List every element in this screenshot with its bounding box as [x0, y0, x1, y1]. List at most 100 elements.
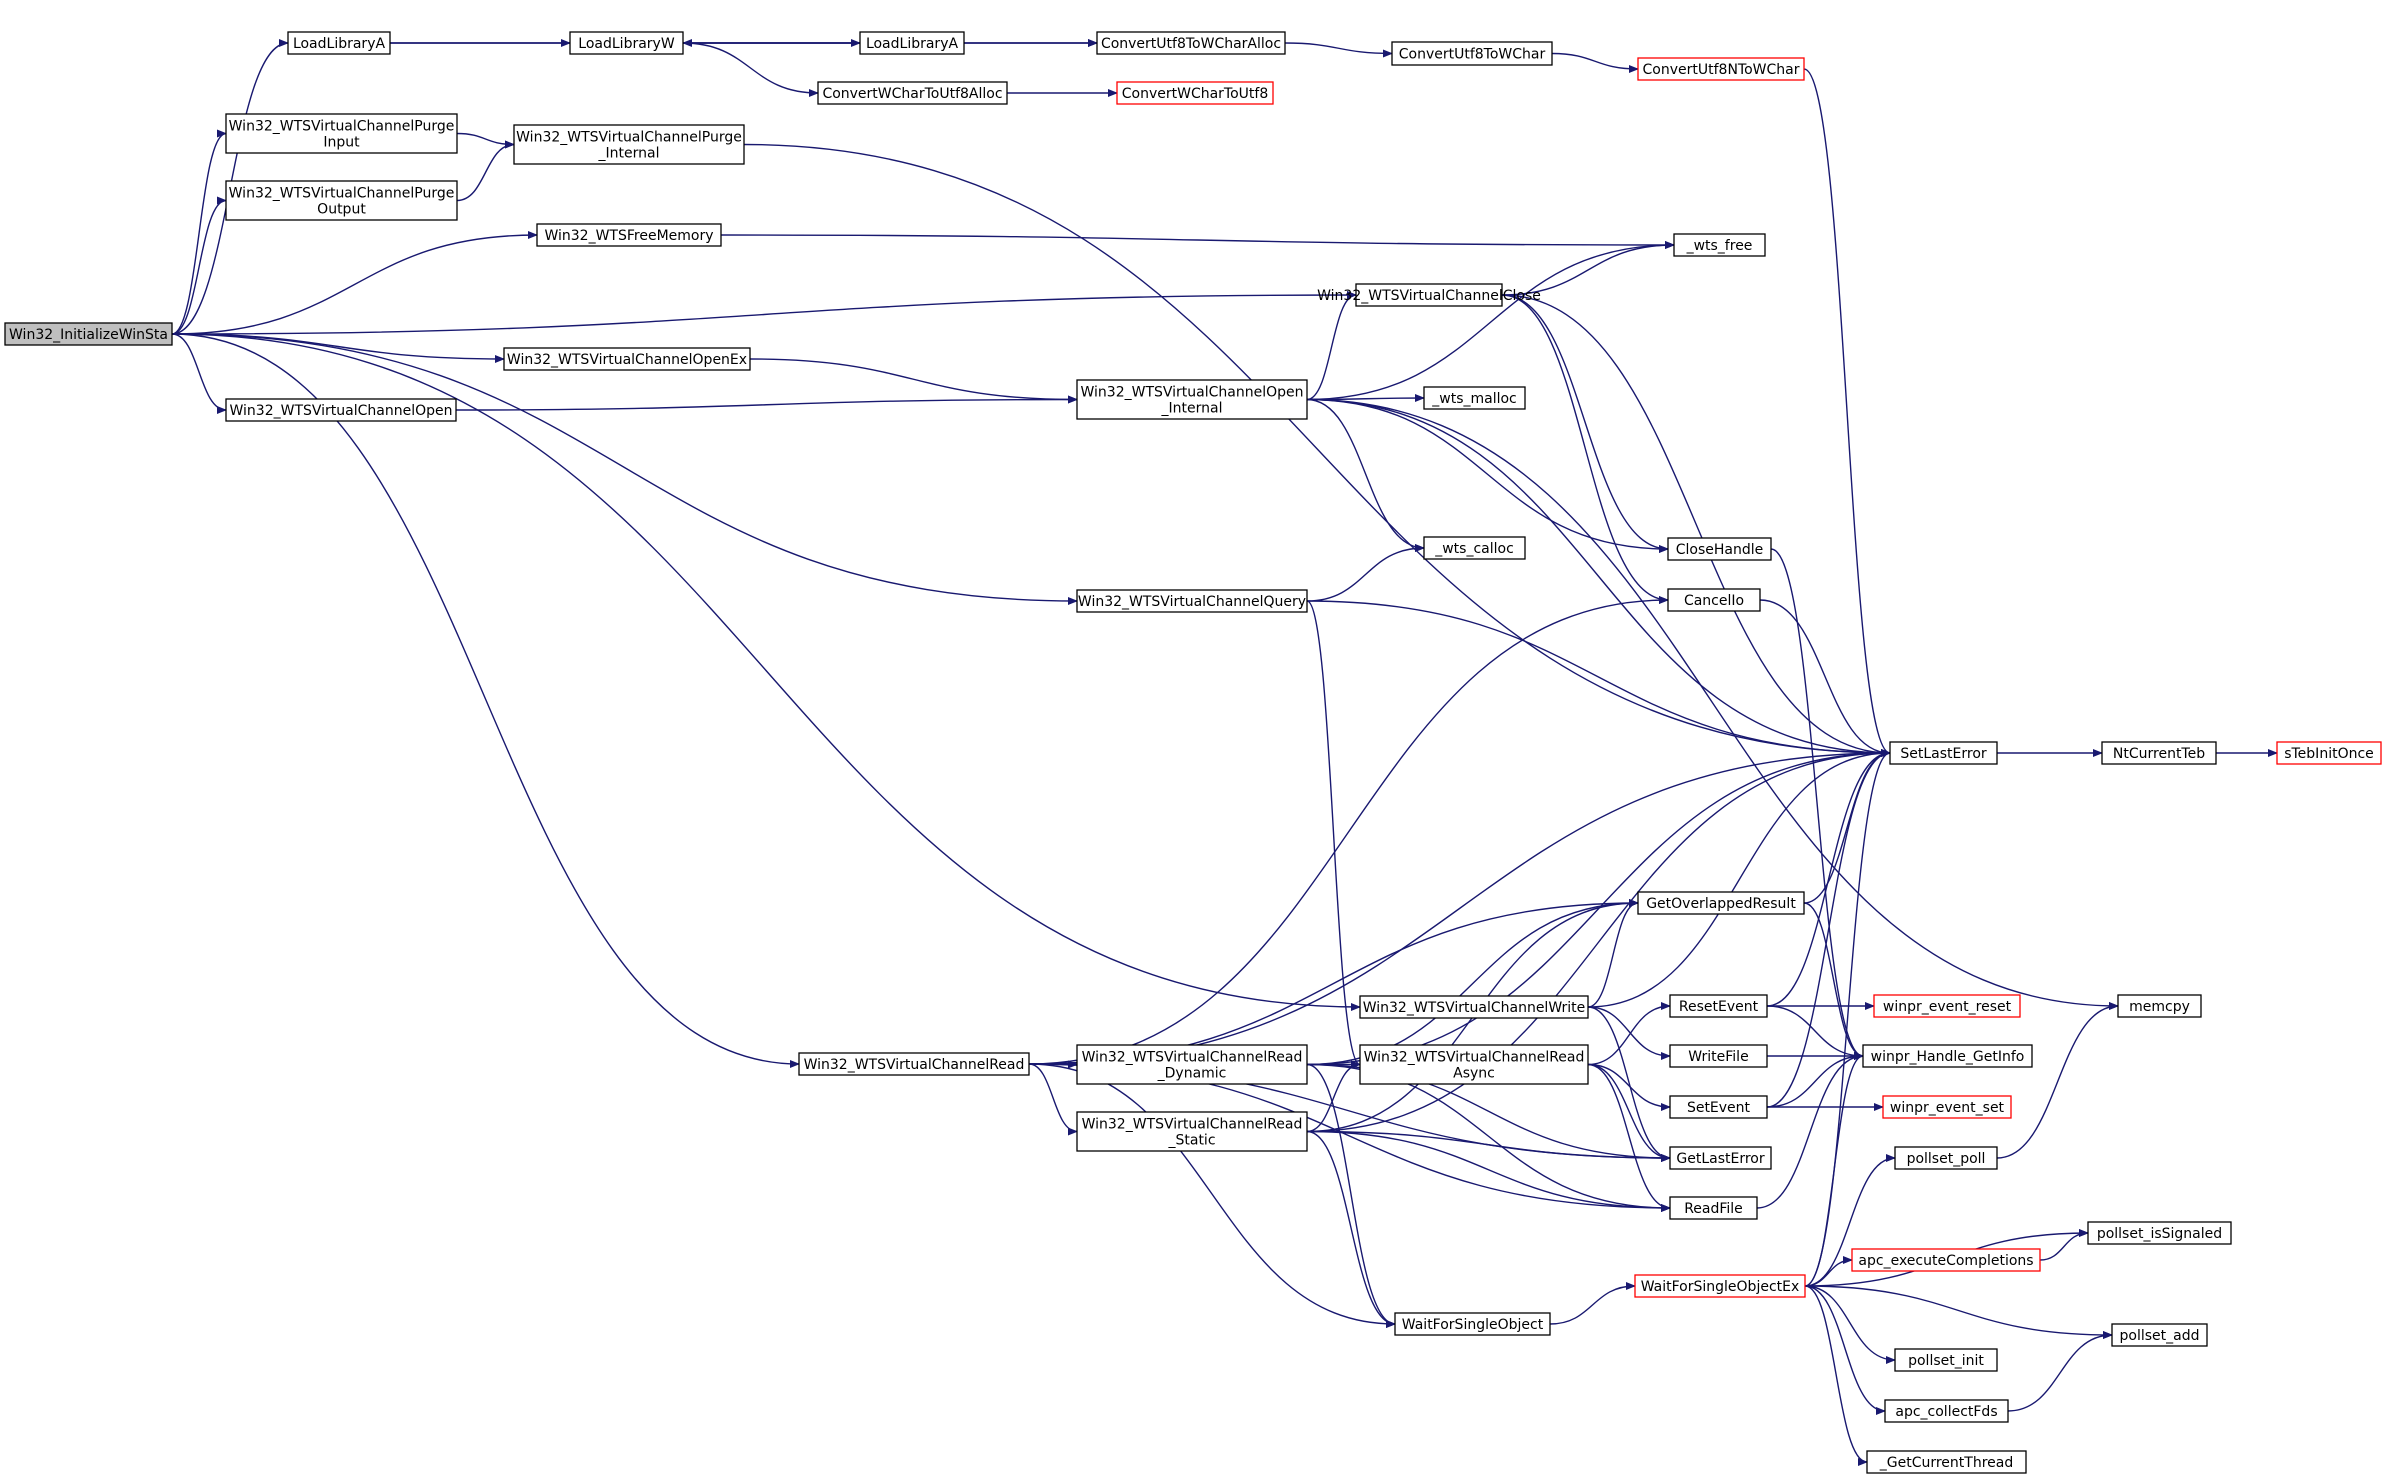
call-edge-pollsetPoll-to-memcpy: [1996, 1002, 2119, 1159]
function-node-openEx[interactable]: Win32_WTSVirtualChannelOpenEx: [503, 347, 751, 371]
edge-path: [1501, 294, 1669, 604]
function-node-winprHandle[interactable]: winpr_Handle_GetInfo: [1862, 1044, 2033, 1068]
function-node-closeHandle[interactable]: CloseHandle: [1667, 537, 1772, 561]
function-node-pollsetPoll[interactable]: pollset_poll: [1894, 1146, 1998, 1170]
edge-path: [1803, 749, 1891, 904]
edge-path: [171, 333, 1361, 1011]
function-node-purgeInt[interactable]: Win32_WTSVirtualChannelPurge_Internal: [513, 124, 745, 165]
function-node-vcRead[interactable]: Win32_WTSVirtualChannelRead: [798, 1052, 1030, 1076]
node-box: [1634, 1274, 1806, 1298]
node-label: Win32_WTSVirtualChannelRead: [1364, 1050, 1585, 1066]
function-node-wfsoEx[interactable]: WaitForSingleObjectEx: [1634, 1274, 1806, 1298]
function-node-winprReset[interactable]: winpr_event_reset: [1873, 994, 2021, 1018]
function-node-cu8wc[interactable]: ConvertUtf8ToWChar: [1391, 41, 1553, 66]
function-node-pollsetInit[interactable]: pollset_init: [1894, 1348, 1998, 1372]
edge-path: [1549, 1282, 1636, 1325]
edge-path: [171, 333, 505, 363]
edge-path: [1306, 1130, 1396, 1328]
function-node-getLastError[interactable]: GetLastError: [1669, 1146, 1772, 1170]
function-node-readFile[interactable]: ReadFile: [1669, 1196, 1758, 1220]
node-box: [4, 322, 173, 346]
edge-path: [1804, 1154, 1896, 1287]
function-node-loadA2[interactable]: LoadLibraryA: [859, 31, 965, 55]
call-edge-vcWrite-to-setLastError: [1587, 749, 1891, 1008]
function-node-setEvent[interactable]: SetEvent: [1669, 1095, 1768, 1119]
function-node-wtsMalloc[interactable]: _wts_malloc: [1423, 386, 1526, 410]
call-edge-vcRead-to-cancelIo: [1028, 596, 1669, 1065]
call-edge-getOvl-to-winprHandle: [1803, 902, 1864, 1060]
edge-path: [1306, 1060, 1361, 1133]
function-node-cu8nwc[interactable]: ConvertUtf8NToWChar: [1637, 57, 1805, 81]
edge-path: [1803, 902, 1864, 1060]
node-label: WaitForSingleObjectEx: [1641, 1279, 1800, 1295]
call-edge-vcClose-to-setLastError: [1501, 294, 1891, 757]
call-edge-cu8wca-to-cu8wc: [1284, 42, 1393, 58]
function-node-cu8wca[interactable]: ConvertUtf8ToWCharAlloc: [1096, 31, 1286, 55]
node-box: [2111, 1323, 2208, 1347]
edge-path: [1028, 596, 1669, 1065]
node-box: [1669, 1095, 1768, 1119]
function-node-writeFile[interactable]: WriteFile: [1669, 1044, 1768, 1068]
call-edge-setEvent-to-setLastError: [1766, 749, 1891, 1108]
call-edge-cu8nwc-to-setLastError: [1803, 68, 1891, 757]
node-label: Win32_WTSVirtualChannelOpenEx: [507, 352, 747, 368]
function-node-root[interactable]: Win32_InitializeWinSta: [4, 322, 173, 346]
function-node-readDyn[interactable]: Win32_WTSVirtualChannelRead_Dynamic: [1076, 1044, 1308, 1085]
function-node-getOvl[interactable]: GetOverlappedResult: [1637, 891, 1805, 915]
node-box: [1667, 588, 1761, 612]
call-edge-loadW-to-cwcu8a: [682, 42, 819, 97]
function-node-loadA1[interactable]: LoadLibraryA: [287, 31, 391, 55]
edge-path: [171, 196, 227, 335]
function-node-cancelIo[interactable]: CancelIo: [1667, 588, 1761, 612]
function-node-memcpy[interactable]: memcpy: [2117, 994, 2202, 1018]
edge-path: [455, 395, 1078, 411]
function-node-ntTeb[interactable]: NtCurrentTeb: [2101, 741, 2217, 765]
function-node-winprSet[interactable]: winpr_event_set: [1882, 1095, 2012, 1119]
function-node-apcExec[interactable]: apc_executeCompletions: [1851, 1248, 2041, 1272]
function-node-cwcu8[interactable]: ConvertWCharToUtf8: [1116, 81, 1274, 105]
function-node-readStat[interactable]: Win32_WTSVirtualChannelRead_Static: [1076, 1111, 1308, 1152]
function-node-freeMem[interactable]: Win32_WTSFreeMemory: [536, 223, 722, 247]
function-node-apcCollect[interactable]: apc_collectFds: [1884, 1399, 2009, 1423]
function-node-sTeb[interactable]: sTebInitOnce: [2276, 741, 2382, 765]
call-edge-purgeInt-to-setLastError: [743, 143, 1891, 757]
edge-path: [1587, 1006, 1671, 1060]
edge-path: [682, 42, 819, 97]
call-edge-vcWrite-to-getLastError: [1587, 1006, 1671, 1162]
function-node-wfso[interactable]: WaitForSingleObject: [1394, 1312, 1551, 1336]
node-box: [569, 31, 684, 55]
edge-path: [1028, 1063, 1396, 1328]
edge-path: [1587, 1063, 1671, 1111]
function-node-pollsetAdd[interactable]: pollset_add: [2111, 1323, 2208, 1347]
function-node-pollsetSig[interactable]: pollset_isSignaled: [2087, 1221, 2232, 1245]
function-node-open[interactable]: Win32_WTSVirtualChannelOpen: [225, 398, 457, 422]
function-node-setLastError[interactable]: SetLastError: [1889, 741, 1998, 765]
node-box: [1884, 1399, 2009, 1423]
call-edge-readAsync-to-resetEvent: [1587, 1002, 1671, 1066]
node-label: WriteFile: [1688, 1049, 1748, 1065]
function-node-loadW[interactable]: LoadLibraryW: [569, 31, 684, 55]
function-node-cwcu8a[interactable]: ConvertWCharToUtf8Alloc: [817, 81, 1008, 105]
function-node-vcClose[interactable]: Win32_WTSVirtualChannelClose: [1317, 283, 1541, 307]
node-label: pollset_init: [1908, 1353, 1984, 1369]
function-node-resetEvent[interactable]: ResetEvent: [1669, 994, 1768, 1018]
edge-path: [1501, 241, 1675, 296]
edge-path: [1306, 1063, 1671, 1212]
node-label: ResetEvent: [1679, 999, 1759, 1015]
edge-path: [1306, 600, 1361, 1069]
function-node-vcWrite[interactable]: Win32_WTSVirtualChannelWrite: [1359, 995, 1589, 1019]
function-node-openInt[interactable]: Win32_WTSVirtualChannelOpen_Internal: [1076, 379, 1308, 420]
function-node-query[interactable]: Win32_WTSVirtualChannelQuery: [1076, 589, 1308, 613]
function-node-getThread[interactable]: _GetCurrentThread: [1866, 1450, 2027, 1474]
function-node-wtsCalloc[interactable]: _wts_calloc: [1423, 536, 1526, 560]
call-edge-vcRead-to-wfso: [1028, 1063, 1396, 1328]
node-box: [513, 124, 745, 165]
node-box: [817, 81, 1008, 105]
node-label: Win32_WTSVirtualChannelOpen: [1080, 385, 1303, 401]
node-label: sTebInitOnce: [2284, 746, 2374, 762]
function-node-wtsFree[interactable]: _wts_free: [1673, 233, 1766, 257]
call-edge-readStat-to-readAsync: [1306, 1060, 1361, 1133]
